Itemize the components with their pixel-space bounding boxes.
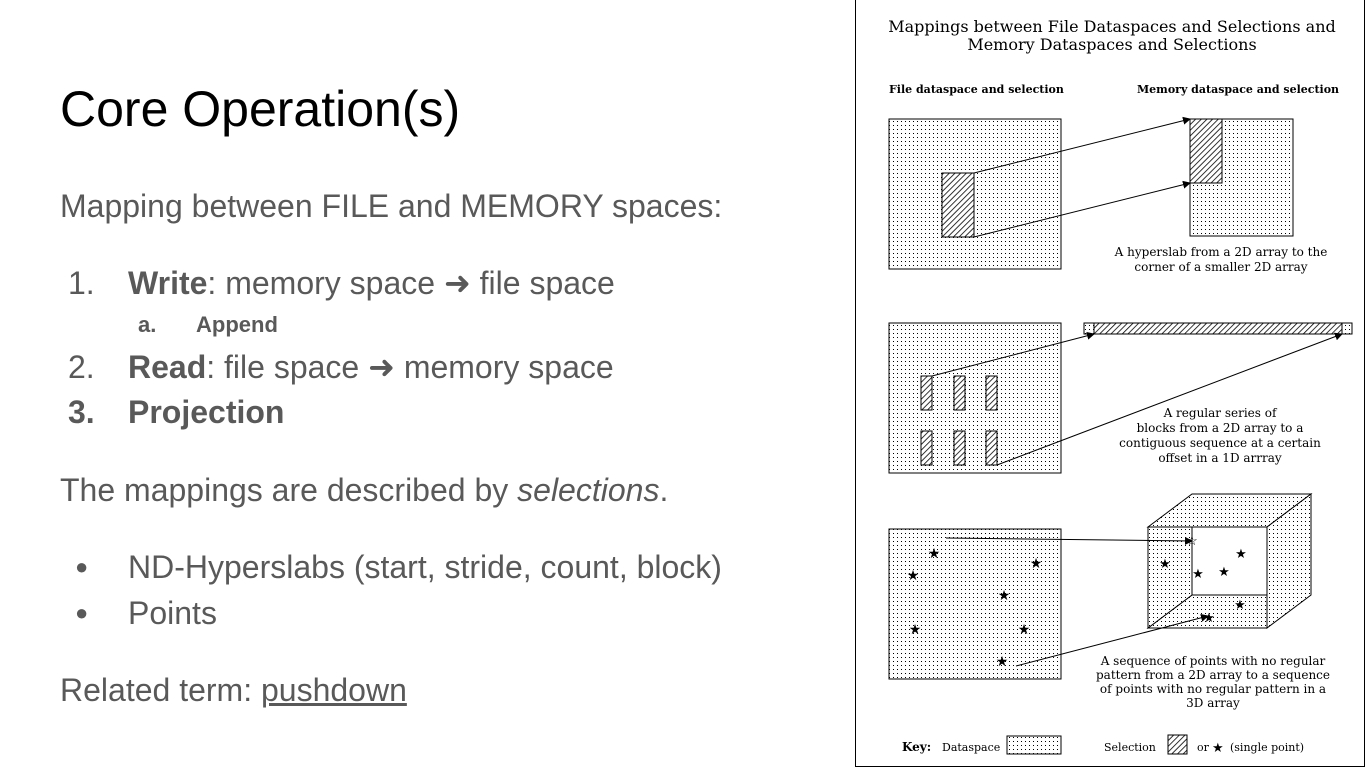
intro-text: Mapping between FILE and MEMORY spaces: (60, 188, 723, 224)
caption1-line1: A hyperslab from a 2D array to the (1114, 245, 1328, 259)
operation-desc: : file space ➜ memory space (206, 349, 614, 385)
operation-label: Write (128, 265, 208, 301)
operation-label: Projection (128, 394, 285, 430)
bullet-points: ● Points (75, 595, 217, 632)
selections-prefix: The mappings are described by (60, 472, 518, 508)
bullet-text: Points (128, 595, 217, 631)
caption2-line2: blocks from a 2D array to a (1137, 421, 1304, 435)
caption2-line3: contiguous sequence at a certain (1119, 436, 1321, 450)
file-dataspace-2 (888, 322, 1062, 474)
operation-desc: : memory space ➜ file space (207, 265, 615, 301)
svg-text:★: ★ (1203, 611, 1215, 626)
key-selection-swatch (1167, 734, 1188, 755)
slide-title: Core Operation(s) (60, 81, 461, 137)
operation-write: 1. Write: memory space ➜ file space (68, 264, 615, 302)
sub-operation-label: Append (196, 312, 278, 337)
svg-text:★: ★ (928, 546, 941, 562)
memory-contiguous-selection (1093, 322, 1343, 335)
selections-italic: selections (517, 472, 660, 508)
caption3-line3: of points with no regular pattern in a (1100, 682, 1326, 696)
list-number: 1. (68, 265, 95, 301)
caption3-line1: A sequence of points with no regular (1100, 654, 1326, 668)
col-left-label: File dataspace and selection (889, 83, 1064, 96)
mapping-arrow (1015, 613, 1209, 667)
operation-projection: 3. Projection (68, 394, 284, 431)
col-right-label: Memory dataspace and selection (1137, 83, 1339, 96)
caption2-line4: offset in a 1D arrray (1158, 451, 1282, 465)
selections-text: The mappings are described by selections… (60, 472, 668, 509)
figure-title-line1: Mappings between File Dataspaces and Sel… (888, 17, 1336, 36)
list-number: a. (138, 312, 157, 337)
svg-text:★: ★ (1234, 598, 1246, 613)
svg-text:★: ★ (1218, 565, 1230, 580)
bullet-dot-icon: ● (75, 554, 89, 579)
mapping-arrow (945, 536, 1193, 545)
file-block (953, 430, 966, 466)
selections-suffix: . (659, 472, 669, 508)
svg-text:★: ★ (909, 622, 922, 638)
related-prefix: Related term: (60, 672, 261, 708)
mapping-figure: Mappings between File Dataspaces and Sel… (855, 0, 1365, 767)
caption1-line2: corner of a smaller 2D array (1134, 260, 1307, 274)
bullet-dot-icon: ● (75, 600, 89, 625)
caption3-line2: pattern from a 2D array to a sequence (1096, 668, 1330, 682)
svg-text:★: ★ (996, 654, 1009, 670)
key-or: or (1197, 741, 1210, 754)
figure-title-line2: Memory Dataspaces and Selections (967, 35, 1256, 54)
pushdown-link[interactable]: pushdown (260, 672, 407, 708)
file-block (953, 375, 966, 411)
svg-text:★: ★ (907, 568, 920, 584)
svg-text:★: ★ (1192, 567, 1204, 582)
cube-inner-back (1191, 526, 1268, 596)
cube-left (1147, 526, 1193, 629)
caption3-line4: 3D array (1186, 696, 1240, 710)
svg-text:★: ★ (998, 588, 1011, 604)
file-block (920, 375, 933, 411)
file-block (920, 430, 933, 466)
caption2-line1: A regular series of (1163, 406, 1278, 420)
bullet-hyperslabs: ● ND-Hyperslabs (start, stride, count, bl… (75, 549, 722, 586)
operation-label: Read (128, 349, 207, 385)
svg-text:☆: ☆ (1186, 534, 1198, 549)
mapping-arrow (996, 332, 1343, 466)
file-dataspace-1 (888, 118, 1062, 270)
key-single-point: (single point) (1230, 741, 1304, 754)
key-dataspace-label: Dataspace (942, 741, 1000, 754)
memory-selection-1 (1189, 118, 1223, 184)
key-selection-label: Selection (1104, 741, 1156, 754)
operation-read: 2. Read: file space ➜ memory space (68, 348, 614, 386)
related-term: Related term: pushdown (60, 672, 407, 709)
key-star-icon: ★ (1212, 741, 1224, 756)
svg-text:★: ★ (1030, 556, 1043, 572)
svg-text:★: ★ (1159, 557, 1171, 572)
bullet-text: ND-Hyperslabs (start, stride, count, blo… (128, 549, 722, 585)
mapping-arrow (931, 331, 1095, 377)
key-dataspace-swatch (1006, 735, 1062, 755)
file-block (985, 430, 998, 466)
list-number: 3. (68, 394, 95, 430)
mapping-diagram: Mappings between File Dataspaces and Sel… (888, 17, 1353, 756)
file-points: ★ ★ ★ ★ ★ ★ ★ (907, 546, 1043, 670)
sub-operation-append: a. Append (138, 312, 278, 338)
file-selection-1 (941, 172, 975, 238)
svg-text:★: ★ (1235, 547, 1247, 562)
svg-text:★: ★ (1018, 622, 1031, 638)
mapping-arrow (973, 116, 1191, 174)
list-number: 2. (68, 349, 95, 385)
file-block (985, 375, 998, 411)
file-dataspace-3 (888, 528, 1062, 680)
mapping-arrow (973, 180, 1191, 238)
key-label: Key: (902, 740, 931, 754)
